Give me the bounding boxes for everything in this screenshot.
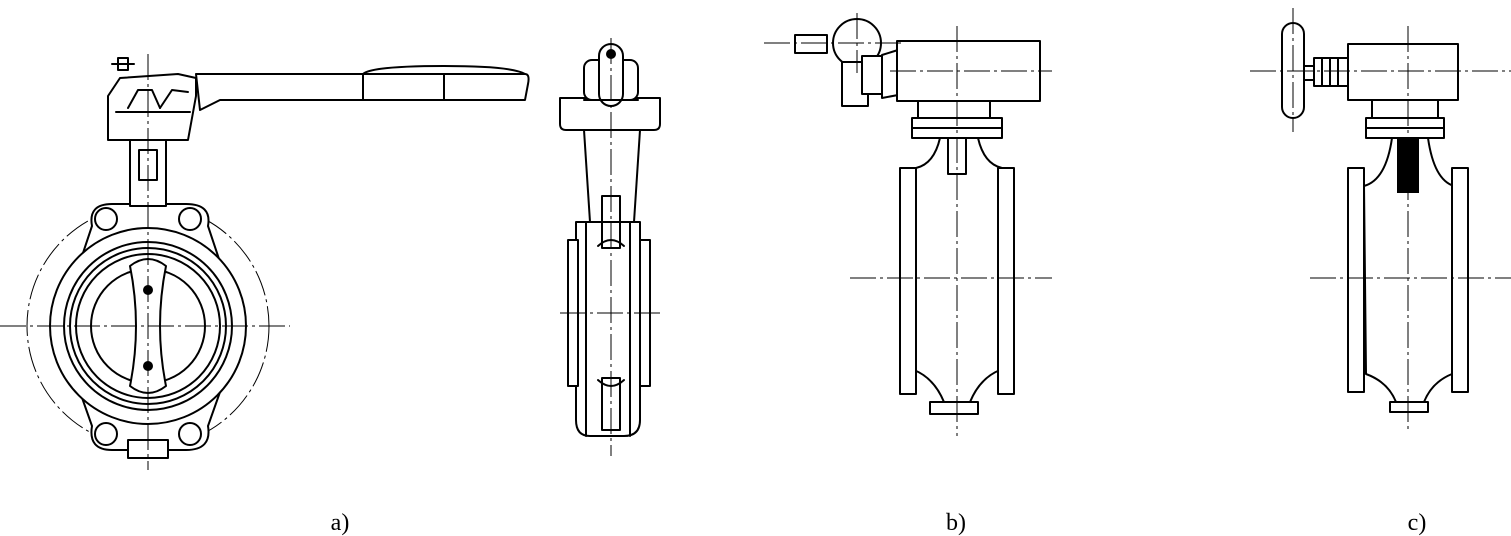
caption-a: a) bbox=[331, 510, 350, 536]
valve-c-worm-gear bbox=[1250, 8, 1511, 432]
valve-a-front-view bbox=[0, 54, 530, 470]
valve-b-gear-operated bbox=[764, 13, 1052, 436]
valve-a-side-view bbox=[559, 38, 662, 456]
caption-b: b) bbox=[946, 510, 966, 536]
caption-c: c) bbox=[1408, 510, 1427, 536]
